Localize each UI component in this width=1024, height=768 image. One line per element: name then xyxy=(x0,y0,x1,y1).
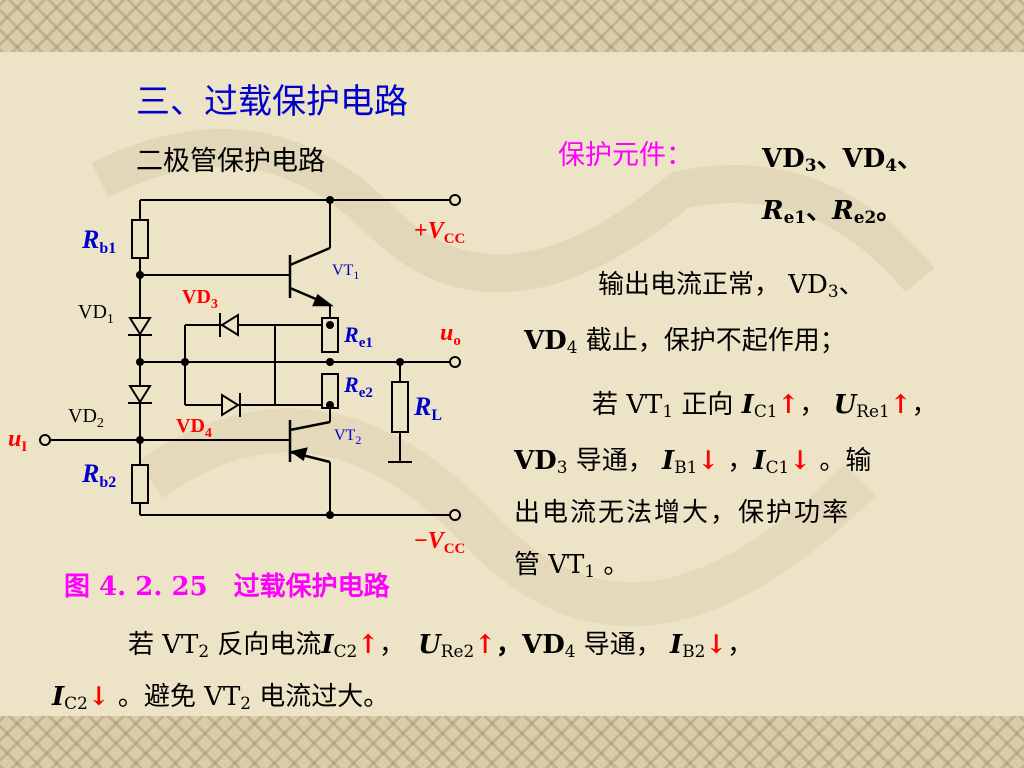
protection-line1: VD3、VD4、 xyxy=(762,144,924,176)
circuit-subtitle: 二极管保护电路 xyxy=(136,146,325,177)
diode-vd1 xyxy=(128,317,152,336)
diode-vd4 xyxy=(221,393,240,417)
transistor-vt1 xyxy=(288,246,334,307)
resistor-rl xyxy=(391,381,409,433)
label-vt1: VT1 xyxy=(332,262,359,282)
label-ui: uI xyxy=(8,426,27,455)
label-vt2: VT2 xyxy=(334,427,361,447)
para3-line2: IC2↓ 。避免 VT2 电流过大。 xyxy=(52,682,390,714)
para2-line2: VD3 导通， IB1↓ ，IC1↓ 。输 xyxy=(514,446,872,478)
label-rl: RL xyxy=(413,392,442,424)
junction-dots xyxy=(136,196,404,519)
para1-line1: 输出电流正常， VD3、 xyxy=(598,270,865,302)
label-uo: uo xyxy=(440,320,461,349)
label-plus-vcc: +VCC xyxy=(414,218,465,247)
para3-line1: 若 VT2 反向电流IC2↑， URe2↑，VD4 导通， IB2↓， xyxy=(128,630,754,662)
label-vd2: VD2 xyxy=(68,405,104,431)
label-vd1: VD1 xyxy=(78,301,114,327)
label-rb2: Rb2 xyxy=(81,459,116,491)
label-vd4: VD4 xyxy=(176,415,212,441)
para2-line1: 若 VT1 正向 IC1↑， URe1↑， xyxy=(592,390,938,422)
para2-line4: 管 VT1 。 xyxy=(514,550,630,582)
decorative-top-border xyxy=(0,0,1024,52)
label-re2: Re2 xyxy=(343,372,373,401)
section-title: 三、过载保护电路 xyxy=(136,82,408,122)
decorative-bottom-border xyxy=(0,716,1024,768)
protection-label: 保护元件： xyxy=(558,140,693,171)
protection-line2: Re1、Re2。 xyxy=(762,196,903,228)
figure-caption: 图 4. 2. 25 过载保护电路 xyxy=(64,572,390,602)
resistor-rb1 xyxy=(131,219,149,259)
diode-vd2 xyxy=(128,385,152,404)
diode-vd3 xyxy=(220,313,239,337)
transistor-vt2 xyxy=(288,420,331,464)
resistor-re1 xyxy=(321,317,339,353)
resistor-rb2 xyxy=(131,464,149,504)
terminals xyxy=(39,194,461,521)
label-re1: Re1 xyxy=(343,322,373,351)
label-minus-vcc: −VCC xyxy=(414,528,465,557)
label-vd3: VD3 xyxy=(182,286,218,312)
para1-line2: VD4 截止，保护不起作用； xyxy=(524,326,846,358)
label-rb1: Rb1 xyxy=(81,225,116,257)
para2-line3: 出电流无法增大，保护功率 xyxy=(514,498,851,528)
